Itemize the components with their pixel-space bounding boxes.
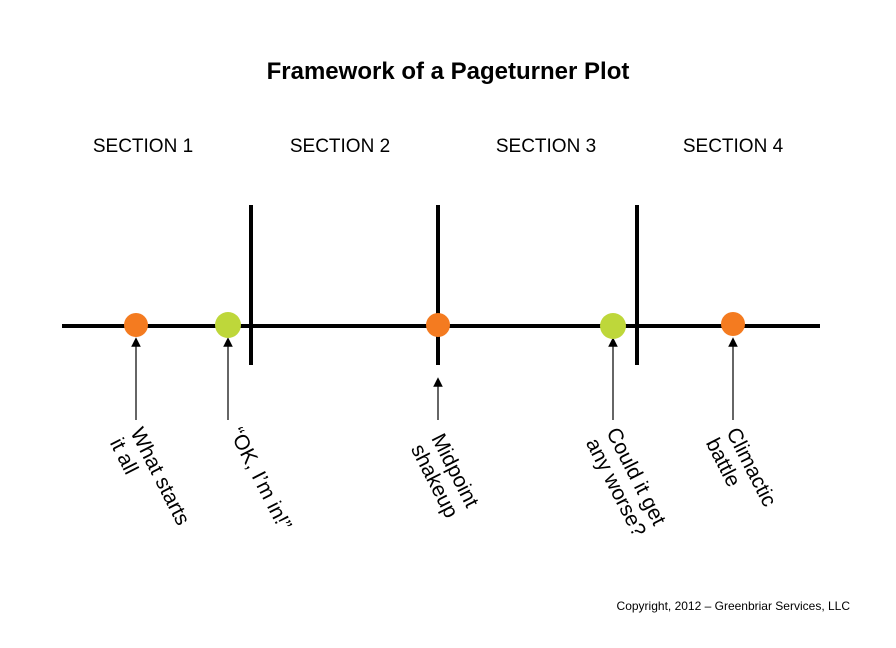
event-dot-3 [426, 313, 450, 337]
event-dot-5 [721, 312, 745, 336]
section-2-label: SECTION 2 [289, 136, 391, 157]
copyright-notice: Copyright, 2012 – Greenbriar Services, L… [616, 599, 850, 613]
page-title: Framework of a Pageturner Plot [266, 58, 630, 85]
section-3-label: SECTION 3 [495, 136, 597, 157]
event-dot-1 [124, 313, 148, 337]
event-dot-2 [215, 312, 241, 338]
event-dot-4 [600, 313, 626, 339]
section-1-label: SECTION 1 [92, 136, 194, 157]
section-4-label: SECTION 4 [682, 136, 784, 157]
